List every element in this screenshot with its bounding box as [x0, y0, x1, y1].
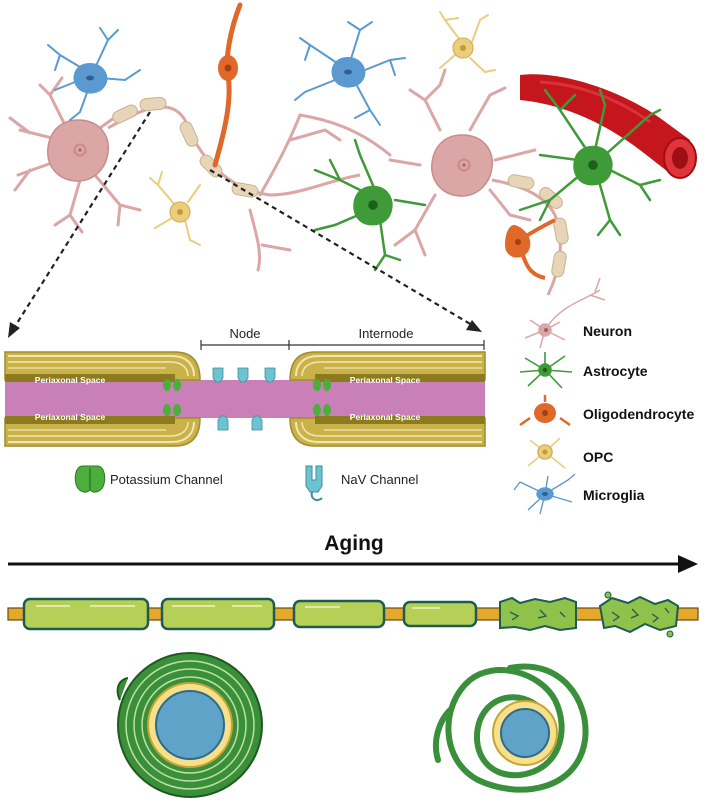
neuron-icon	[524, 277, 606, 349]
nav-channel-label: NaV Channel	[341, 472, 418, 487]
aging-axon	[7, 591, 699, 638]
aging-arrow	[8, 555, 698, 573]
nav-channels	[212, 367, 276, 431]
node-label: Node	[229, 326, 260, 341]
periaxonal-label-right-bottom: Periaxonal Space	[350, 412, 421, 422]
legend-label-opc: OPC	[583, 449, 613, 465]
periaxonal-label-left-bottom: Periaxonal Space	[35, 412, 106, 422]
cross-section-aged	[432, 663, 589, 793]
cell-legend: Neuron Astrocyte Oligodendrocyte OPC	[513, 277, 694, 515]
legend-label-neuron: Neuron	[583, 323, 632, 339]
zoom-arrows	[8, 111, 482, 338]
axon-tube	[5, 380, 485, 418]
opc-top	[439, 11, 496, 74]
potassium-channel-label: Potassium Channel	[110, 472, 223, 487]
legend-label-astrocyte: Astrocyte	[583, 363, 648, 379]
microglia-icon	[513, 473, 576, 515]
microglia-top-left	[47, 27, 141, 121]
astrocyte-right	[518, 88, 662, 237]
nav-channel-icon	[305, 465, 323, 501]
opc-left	[149, 171, 201, 246]
neuron-right	[388, 68, 537, 257]
microglia-top-mid	[294, 21, 406, 126]
legend-label-microglia: Microglia	[583, 487, 645, 503]
neuron-left	[8, 76, 142, 234]
potassium-channel-icon	[74, 465, 106, 493]
oligodendrocyte-right	[505, 218, 556, 280]
internode-bracket	[289, 340, 485, 350]
myelinated-axon	[107, 96, 361, 198]
myelin-sheath-left	[4, 351, 201, 447]
cross-section-healthy	[116, 652, 263, 798]
blood-vessel	[520, 74, 697, 179]
oligodendrocyte-top	[212, 2, 243, 168]
myelin-sheath-right	[289, 351, 486, 447]
astrocyte-icon	[519, 352, 573, 389]
periaxonal-label-right-top: Periaxonal Space	[350, 375, 421, 385]
astrocyte-mid	[313, 138, 427, 272]
opc-icon	[527, 437, 566, 469]
node-bracket	[200, 340, 290, 350]
periaxonal-label-left-top: Periaxonal Space	[35, 375, 106, 385]
internode-label: Internode	[359, 326, 414, 341]
dendrite-network	[248, 113, 392, 272]
aging-label: Aging	[324, 532, 383, 555]
potassium-channels	[163, 379, 331, 416]
legend-label-oligodendrocyte: Oligodendrocyte	[583, 406, 694, 422]
oligodendrocyte-icon	[519, 395, 571, 427]
